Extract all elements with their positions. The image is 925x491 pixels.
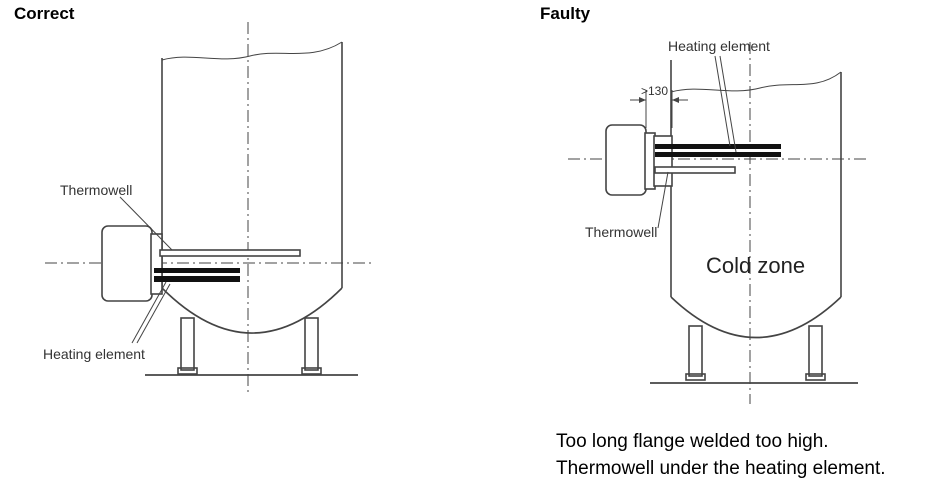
faulty-break-line [670, 71, 842, 93]
cold-zone-label: Cold zone [706, 253, 805, 278]
faulty-left-foot [685, 373, 706, 381]
faulty-flange-head [605, 124, 647, 196]
caption-line-2: Thermowell under the heating element. [556, 458, 886, 479]
correct-heating-element-bar-2 [154, 276, 240, 282]
correct-thermowell-leader [119, 196, 173, 251]
faulty-caption: Too long flange welded too high. Thermow… [556, 428, 886, 482]
correct-tank-bottom [161, 287, 343, 334]
correct-right-foot [301, 367, 322, 375]
faulty-left-leg [688, 325, 703, 377]
caption-line-1: Too long flange welded too high. [556, 431, 829, 452]
correct-heating-leader-2 [136, 283, 171, 344]
correct-right-leg [304, 317, 319, 371]
faulty-thermowell-label: Thermowell [585, 224, 657, 240]
correct-heading: Correct [14, 4, 75, 23]
faulty-right-foot [805, 373, 826, 381]
faulty-heating-leader-1 [714, 55, 731, 147]
correct-left-leg [180, 317, 195, 371]
faulty-dimension-label: >130 [641, 84, 668, 98]
faulty-flange-neck [653, 135, 673, 187]
correct-heating-element-label: Heating element [43, 346, 145, 362]
correct-break-line [161, 41, 343, 61]
faulty-thermowell [654, 166, 736, 174]
correct-left-foot [177, 367, 198, 375]
correct-tank [45, 22, 372, 396]
faulty-heading: Faulty [540, 4, 591, 23]
faulty-tank-bottom [670, 296, 842, 339]
correct-heating-leader-1 [131, 281, 167, 344]
faulty-dimension-arrow-right [672, 97, 679, 103]
correct-thermowell [159, 249, 301, 257]
correct-thermowell-label: Thermowell [60, 182, 132, 198]
faulty-right-leg [808, 325, 823, 377]
faulty-thermowell-leader [657, 171, 669, 229]
faulty-heating-element-label: Heating element [668, 38, 770, 54]
faulty-heating-element-bar-1 [655, 144, 781, 149]
faulty-heating-element-bar-2 [655, 152, 781, 157]
correct-flange-plate [150, 233, 163, 295]
faulty-dimension-arrow-left [639, 97, 646, 103]
correct-heating-element-bar-1 [154, 268, 240, 273]
faulty-heating-leader-2 [719, 55, 737, 153]
correct-flange-head [101, 225, 153, 302]
faulty-tank [568, 42, 866, 404]
